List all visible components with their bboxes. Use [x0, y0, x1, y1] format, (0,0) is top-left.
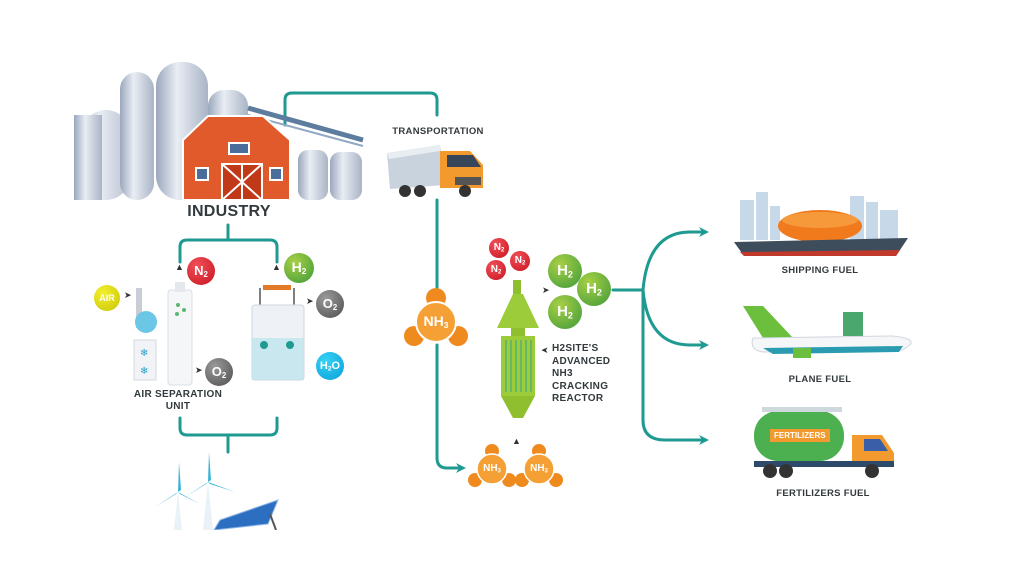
reactor-label-line2: ADVANCED [552, 355, 611, 367]
cracking-reactor-icon [493, 280, 543, 430]
nh3-text: NH3 [530, 463, 548, 475]
transportation-label: TRANSPORTATION [392, 126, 484, 137]
industry-label: INDUSTRY [187, 203, 271, 220]
asu-label-line1: AIR SEPARATION [133, 389, 223, 400]
h2o-molecule: H2O [316, 352, 344, 380]
nh3-molecule-bottom-1: NH3 [468, 443, 516, 489]
h2-molecule-1: H2 [548, 254, 582, 288]
truck-icon [385, 143, 490, 198]
nh3-molecule-bottom-2: NH3 [515, 443, 563, 489]
factory-barn-silos-icon [74, 62, 364, 201]
arrow-up-icon: ▲ [175, 262, 184, 272]
o2-molecule-asu: O2 [205, 358, 233, 386]
airplane-icon [733, 300, 915, 360]
svg-text:❄: ❄ [140, 366, 148, 377]
arrow-icon: ➤ [124, 290, 132, 300]
n2-molecule-reactor-3: N2 [486, 260, 506, 280]
bracket-top [178, 238, 279, 264]
wind-turbines-solar-panel-icon [150, 452, 290, 531]
air-molecule-text: AIR [99, 293, 115, 303]
reactor-label-line3: NH3 [552, 368, 573, 379]
n2-molecule-reactor-1: N2 [489, 238, 509, 258]
arrow-icon: ➤ [541, 345, 549, 355]
reactor-label-line4: CRACKING [552, 380, 609, 392]
n2-molecule-reactor-2: N2 [510, 251, 530, 271]
electrolyzer-tank-icon [248, 283, 308, 383]
plane-fuel-label: PLANE FUEL [788, 374, 852, 385]
h2-molecule-3: H2 [548, 295, 582, 329]
reactor-label-line1: H2SITE'S [552, 343, 599, 354]
air-separation-label: AIR SEPARATION UNIT [118, 389, 238, 413]
h2-molecule-2: H2 [577, 272, 611, 306]
bracket-bottom [178, 416, 279, 437]
branch-fertilizers [641, 288, 709, 445]
svg-text:❄: ❄ [140, 348, 148, 359]
arrow-up-icon: ▲ [512, 436, 521, 446]
arrow-icon: ➤ [306, 296, 314, 306]
reactor-label-line5: REACTOR [552, 393, 604, 404]
arrow-icon: ➤ [195, 365, 203, 375]
arrow-icon: ➤ [542, 285, 550, 295]
fertilizers-tank-sign: FERTILIZERS [770, 429, 830, 442]
nh3-text: NH3 [483, 463, 501, 475]
n2-molecule: N2 [187, 257, 215, 285]
line-nh3-reactor [435, 343, 466, 473]
industry-illustration [68, 60, 368, 201]
shipping-fuel-label: SHIPPING FUEL [781, 265, 859, 276]
n2-text: N2 [194, 263, 208, 279]
air-molecule: AIR [94, 285, 120, 311]
arrow-up-icon: ▲ [272, 262, 281, 272]
nh3-text: NH3 [423, 313, 449, 331]
reactor-label: H2SITE'S ADVANCED NH3 CRACKING REACTOR [552, 343, 610, 406]
h2-molecule-electrolyzer: H2 [284, 253, 314, 283]
asu-label-line2: UNIT [165, 401, 191, 412]
tanker-truck-icon: FERTILIZERS [752, 405, 902, 480]
nh3-cluster-icon [404, 288, 468, 346]
tanker-ship-icon [730, 188, 912, 260]
fertilizers-fuel-label: FERTILIZERS FUEL [776, 488, 870, 499]
air-separation-column-icon: ❄ ❄ [128, 280, 198, 390]
nh3-molecule-transport: NH3 [404, 288, 468, 350]
branch-plane [641, 288, 709, 350]
o2-molecule-electrolyzer: O2 [316, 290, 344, 318]
line-industry-transport [283, 91, 439, 127]
branch-shipping [641, 227, 709, 292]
